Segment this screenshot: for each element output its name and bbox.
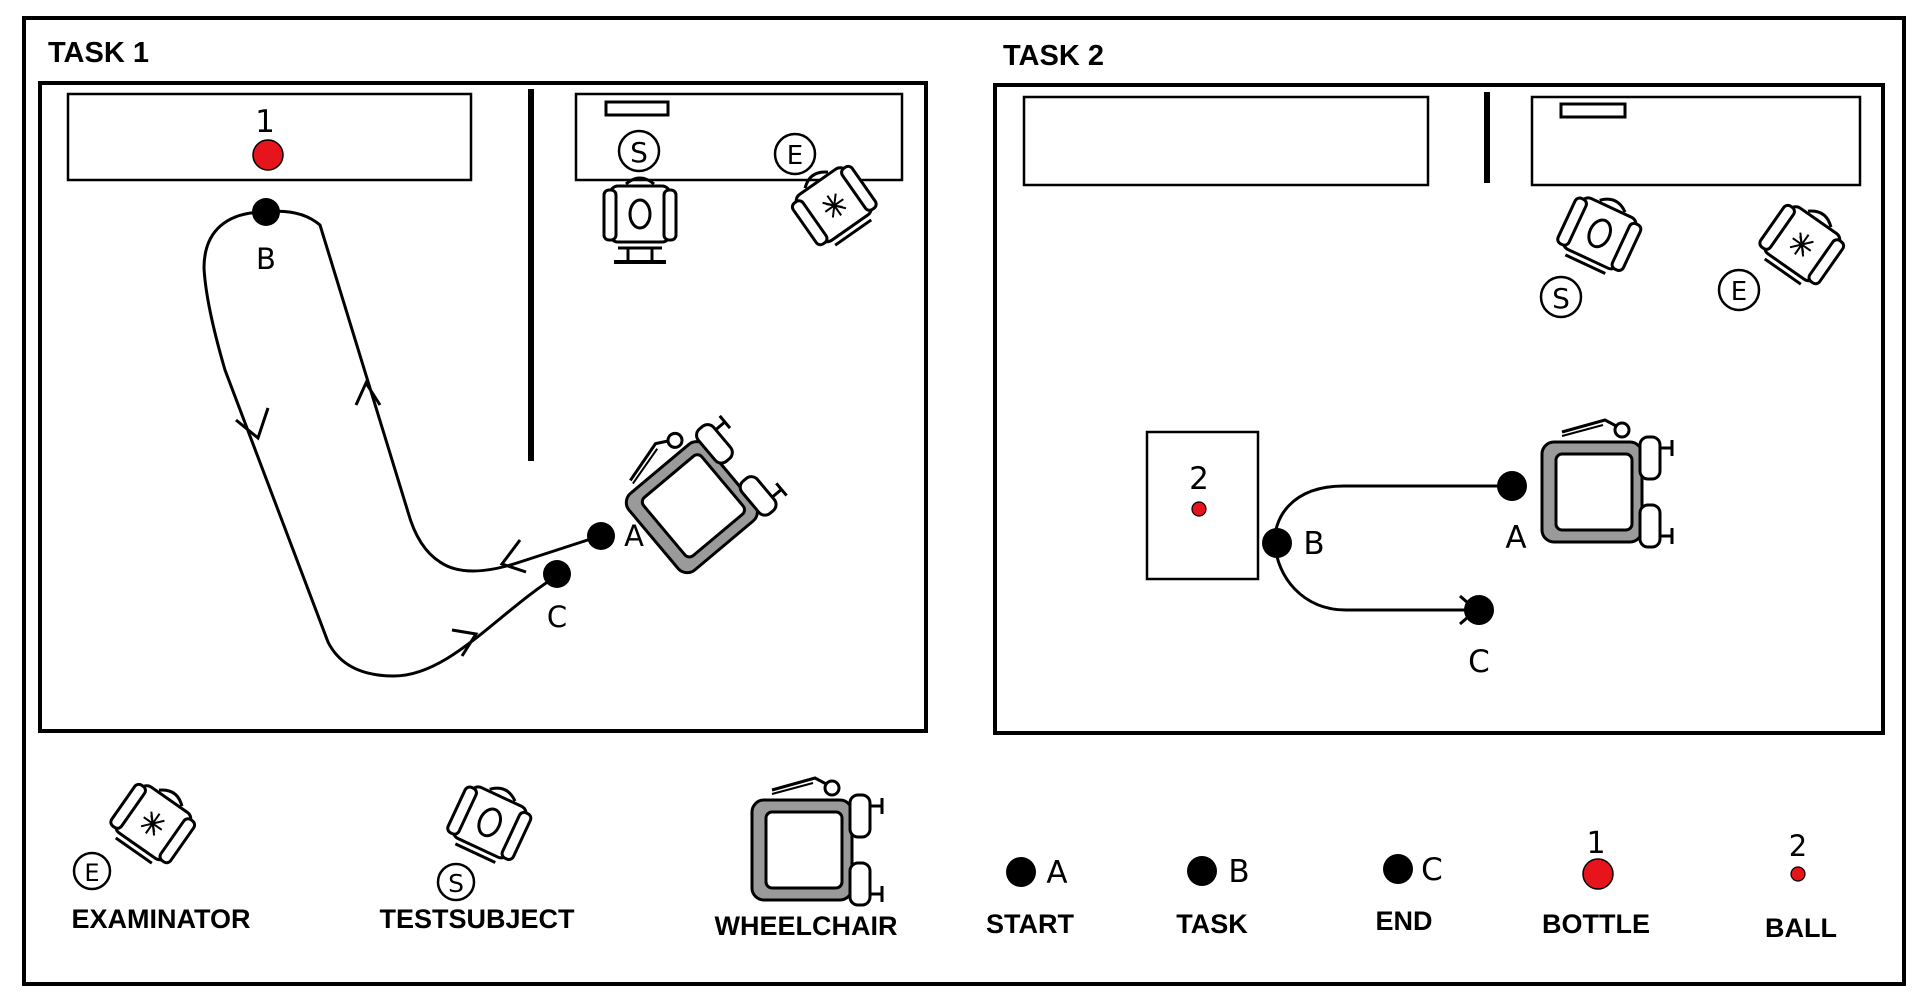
legend-wheelchair-icon [750,776,884,907]
legend-examinator-label: EXAMINATOR [71,904,250,934]
legend-testsubject-icon [441,773,540,870]
task1-arrow-down [235,407,270,441]
task1-path-return [264,209,601,573]
task1-point-a-label: A [624,519,644,553]
bottle-number: 1 [255,104,275,140]
legend-start-label: START [986,909,1074,939]
bottle-marker [252,139,284,171]
legend-examinator-letter: E [84,859,99,887]
task1-table-right [574,92,904,182]
task1-arrow-right [451,628,479,657]
legend-task-dot [1187,856,1217,886]
task2-examiner-icon [1751,192,1854,294]
task1-subject-badge [617,129,661,173]
task1-examiner-letter: E [787,141,803,171]
task1-title: TASK 1 [48,37,149,69]
task2-examiner-badge [1717,268,1761,312]
task1-subject-letter: S [630,136,648,169]
task2-subject-badge [1539,275,1583,319]
task1-point-c [543,560,571,588]
task1-testsubject-icon [602,176,678,264]
legend-end-dot [1383,854,1413,884]
legend-testsubject-letter: S [448,869,464,898]
task2-examiner-letter: E [1731,277,1747,307]
task2-point-c-label: C [1468,644,1490,680]
task2-screen [1559,102,1627,119]
legend: E EXAMINATOR S TESTSUBJECT WHEELCHAIR A … [71,771,1837,943]
legend-task-label: TASK [1176,909,1248,939]
task1-arrow-up [354,379,382,406]
legend-ball-number: 2 [1789,829,1807,863]
legend-start-dot [1006,857,1036,887]
legend-bottle-number: 1 [1586,826,1605,861]
legend-wheelchair-label: WHEELCHAIR [715,911,898,941]
legend-start-letter: A [1046,855,1067,891]
task1-point-a [587,522,615,550]
task1-point-b [252,198,280,226]
task2-ball-table [1145,430,1260,581]
task2-point-a-label: A [1505,520,1526,556]
task2-wheelchair-icon [1540,418,1674,549]
legend-examinator-icon [102,771,205,873]
task2-point-a [1497,471,1527,501]
outer-frame [22,16,1906,986]
legend-ball-label: BALL [1765,913,1837,943]
task2-room [993,83,1885,735]
legend-bottle-label: BOTTLE [1542,909,1650,939]
task2-point-b-label: B [1303,526,1324,562]
legend-testsubject-label: TESTSUBJECT [379,904,575,934]
legend-bottle-marker [1582,858,1614,890]
task1-arrow-left [499,539,527,574]
task1-table-left [66,92,473,182]
legend-examinator-badge [72,851,112,891]
task1-screen [604,100,670,117]
task2-table-right [1530,95,1862,187]
legend-ball-marker [1790,866,1806,882]
task2-table-left [1022,95,1430,187]
ball-marker [1191,501,1207,517]
task1-wheelchair-icon [605,399,791,583]
task2-title: TASK 2 [1003,40,1104,72]
task1-path-outbound [202,210,561,678]
legend-end-label: END [1375,906,1432,936]
legend-testsubject-badge [436,862,476,902]
task2-subject-letter: S [1552,282,1570,315]
legend-task-letter: B [1228,854,1249,890]
legend-end-letter: C [1421,852,1443,888]
task1-point-c-label: C [547,600,567,634]
task1-examiner-badge [773,132,817,176]
task2-point-c [1464,595,1494,625]
task1-point-b-label: B [256,242,276,276]
task1-room [38,81,928,733]
task2-testsubject-icon [1551,184,1650,281]
task2-point-b [1262,528,1292,558]
ball-number: 2 [1189,461,1209,497]
